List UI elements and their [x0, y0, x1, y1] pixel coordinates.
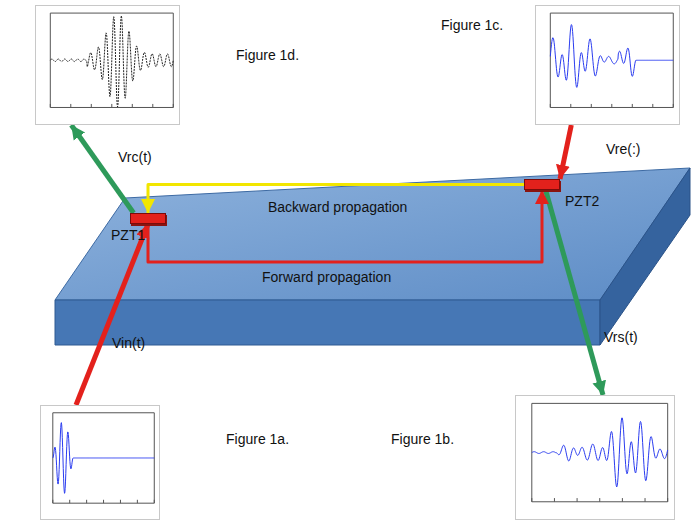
signal-arrow	[546, 190, 603, 395]
plot-frame	[53, 413, 154, 503]
plot-frame	[550, 13, 673, 107]
axis-tick	[632, 104, 633, 108]
figure-label: Figure 1d.	[236, 48, 299, 63]
axis-tick	[652, 104, 653, 108]
signal-label: Vin(t)	[112, 336, 145, 351]
axis-tick	[622, 498, 623, 502]
waveform	[532, 418, 668, 487]
plot-frame	[50, 13, 173, 107]
signal-figure: Figure 1c.	[535, 5, 680, 125]
axis-tick	[152, 104, 153, 108]
axis-tick	[91, 104, 92, 108]
axis-tick	[550, 104, 551, 108]
axis-tick	[570, 104, 571, 108]
signal-label: Vre(:)	[606, 142, 640, 157]
axis-tick	[137, 500, 138, 503]
signal-arrow	[76, 224, 148, 405]
signal-arrow	[148, 190, 542, 262]
axis-tick	[673, 104, 674, 108]
signal-plot	[516, 396, 674, 519]
axis-tick	[173, 104, 174, 108]
plot-frame	[532, 403, 668, 501]
pzt-patch: PZT2	[524, 179, 560, 190]
axis-tick	[120, 500, 121, 503]
waveform	[50, 16, 173, 107]
part-label: PZT1	[111, 228, 145, 243]
signal-label: Vrc(t)	[118, 150, 152, 165]
axis-tick	[69, 500, 70, 503]
signal-plot	[41, 406, 159, 519]
signal-plot	[36, 6, 179, 124]
plate-side-face	[600, 168, 690, 345]
signal-figure: Figure 1b.	[515, 395, 675, 520]
signal-arrow	[71, 125, 133, 213]
axis-tick	[70, 104, 71, 108]
axis-tick	[667, 498, 668, 502]
axis-tick	[132, 104, 133, 108]
axis-tick	[577, 498, 578, 502]
axis-tick	[103, 500, 104, 503]
axis-tick	[50, 104, 51, 108]
pzt-patch: PZT1	[130, 213, 166, 224]
signal-label: Vrs(t)	[604, 330, 638, 345]
signal-plot	[536, 6, 679, 124]
axis-tick	[591, 104, 592, 108]
axis-tick	[599, 498, 600, 502]
waveform	[53, 423, 154, 494]
axis-tick	[86, 500, 87, 503]
signal-label: Backward propagation	[268, 200, 407, 215]
signal-figure: Figure 1a.	[40, 405, 160, 520]
axis-tick	[645, 498, 646, 502]
waveform	[550, 25, 673, 88]
signal-arrow	[560, 125, 571, 179]
figure-label: Figure 1a.	[226, 432, 289, 447]
axis-tick	[554, 498, 555, 502]
plate-top-face	[55, 168, 690, 300]
figure-label: Figure 1c.	[441, 18, 503, 33]
axis-tick	[611, 104, 612, 108]
axis-tick	[111, 104, 112, 108]
axis-tick	[531, 498, 532, 502]
figure-label: Figure 1b.	[391, 432, 454, 447]
signal-label: Forward propagation	[262, 270, 391, 285]
axis-tick	[154, 500, 155, 503]
signal-figure: Figure 1d.	[35, 5, 180, 125]
part-label: PZT2	[565, 194, 599, 209]
axis-tick	[52, 500, 53, 503]
